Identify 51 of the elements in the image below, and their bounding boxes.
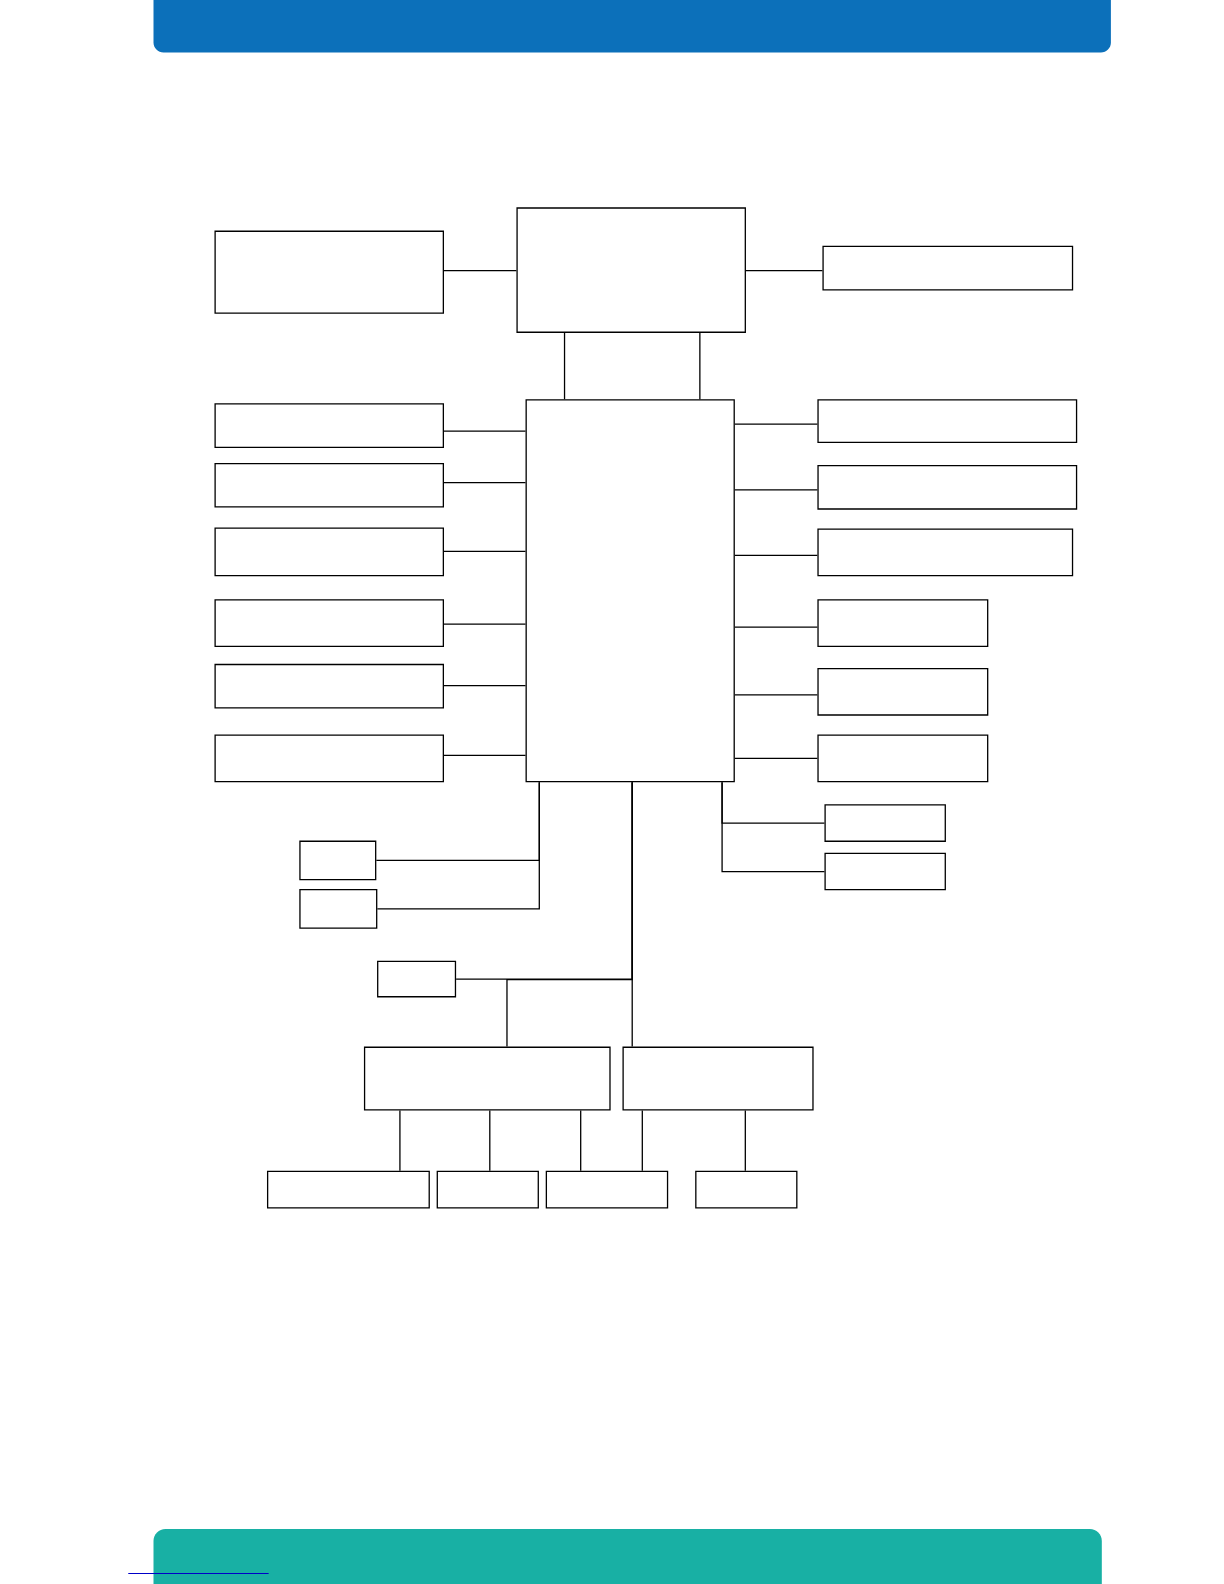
connector-line <box>580 1109 582 1172</box>
block-box <box>214 462 444 508</box>
block-box <box>214 599 444 647</box>
block-box <box>516 207 746 333</box>
block-box <box>299 840 377 881</box>
block-box <box>817 599 989 647</box>
connector-line <box>699 332 701 400</box>
block-box <box>214 230 444 314</box>
connector-line <box>734 554 819 557</box>
block-box <box>299 889 378 929</box>
block-box <box>214 734 444 783</box>
connector-line <box>443 685 527 687</box>
connector-line <box>443 270 518 272</box>
block-box <box>695 1170 798 1209</box>
block-box <box>817 464 1078 510</box>
connector-line <box>631 781 633 1048</box>
block-box <box>622 1046 814 1111</box>
block-box <box>267 1170 430 1209</box>
block-box <box>545 1170 669 1209</box>
connector-line <box>563 332 566 400</box>
block-box <box>824 804 946 842</box>
block-box <box>377 960 457 998</box>
connector-line <box>734 423 819 425</box>
connector-line <box>744 1109 746 1172</box>
connector-line <box>734 757 819 760</box>
block-box <box>436 1170 539 1209</box>
block-box <box>817 399 1078 443</box>
block-box <box>817 667 989 716</box>
block-box <box>525 399 735 783</box>
block-box <box>824 852 946 891</box>
block-box <box>214 663 444 709</box>
connector-line <box>443 550 527 553</box>
connector-line <box>734 489 819 491</box>
connector-line <box>745 270 824 272</box>
block-box <box>214 527 444 577</box>
block-box <box>363 1046 611 1111</box>
connector-line <box>399 1109 401 1172</box>
block-box <box>822 245 1074 291</box>
connector-line <box>443 430 527 432</box>
block-box <box>817 734 989 783</box>
connector-line <box>443 482 527 484</box>
connector-line <box>443 623 527 625</box>
connector-line <box>489 1109 491 1172</box>
connector-line <box>734 694 819 696</box>
connector-line <box>443 754 527 757</box>
connector-line <box>721 781 826 873</box>
block-box <box>817 528 1074 577</box>
block-box <box>214 403 444 448</box>
connector-line <box>641 1109 643 1172</box>
connector-line <box>734 626 819 628</box>
connector-line <box>376 781 540 910</box>
